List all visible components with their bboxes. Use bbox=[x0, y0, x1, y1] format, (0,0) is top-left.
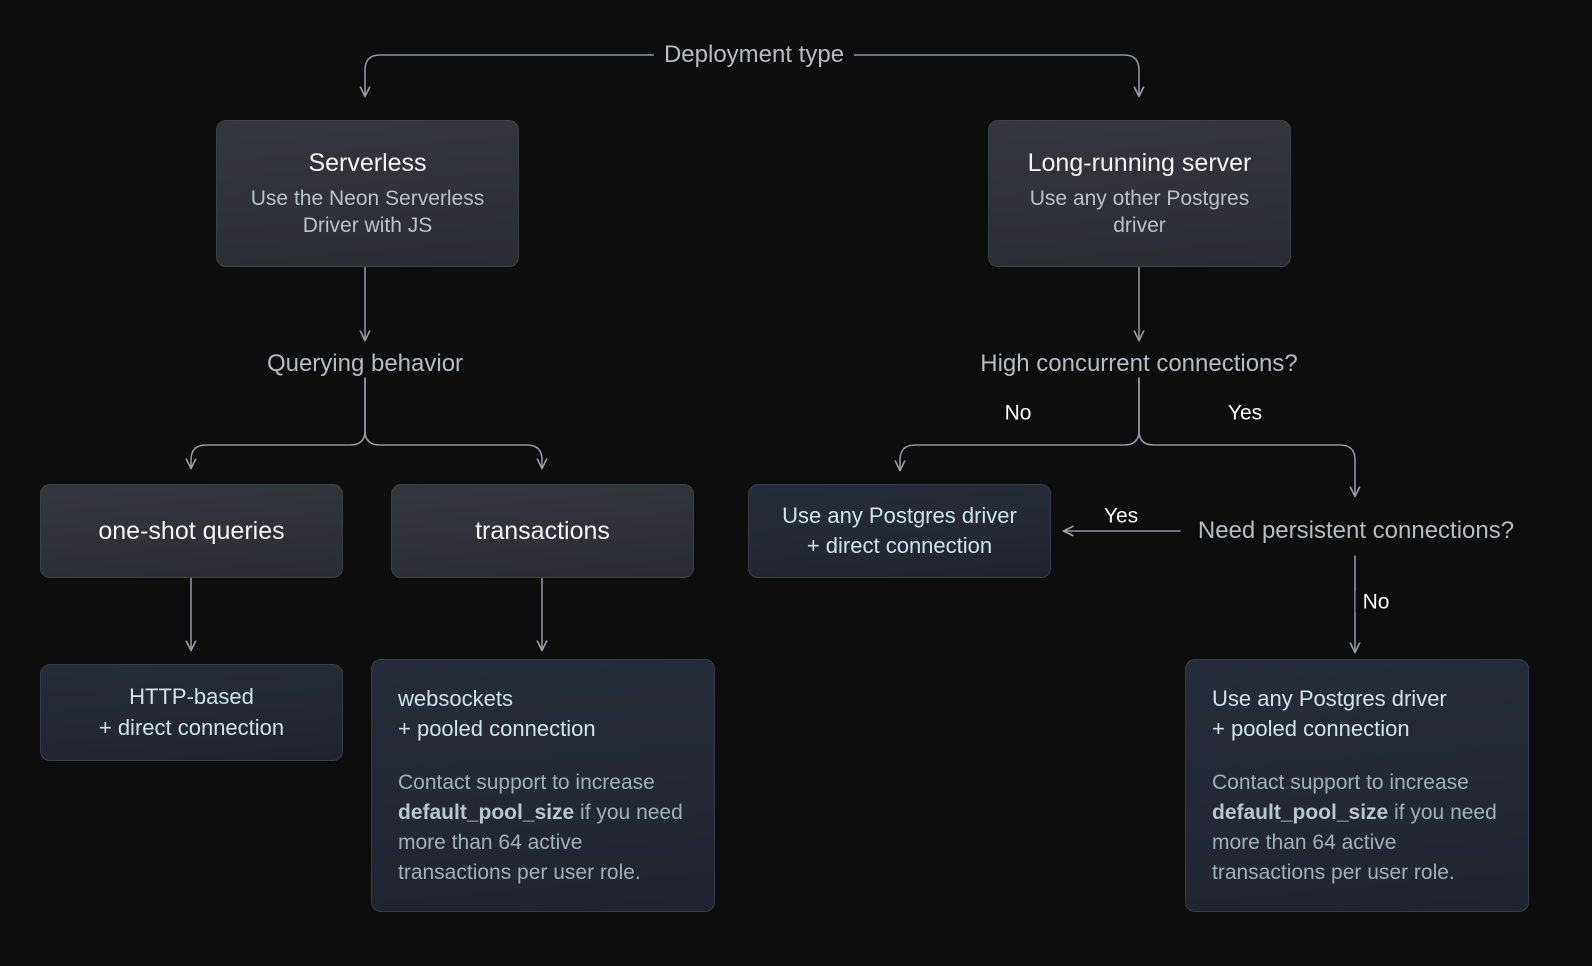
note-text-after: if you need more than 64 active transact… bbox=[1212, 801, 1497, 884]
note-text-before: Contact support to increase bbox=[398, 771, 655, 795]
root-decision-label: Deployment type bbox=[653, 43, 855, 67]
node-long-running-server-title: Long-running server bbox=[1027, 148, 1252, 177]
edge-label-yes-persistent: Yes bbox=[1096, 505, 1146, 527]
edge-label-no-persistent: No bbox=[1355, 591, 1397, 613]
edge-label-yes-high-concurrency: Yes bbox=[1220, 402, 1270, 424]
node-one-shot-queries-label: one-shot queries bbox=[98, 517, 285, 545]
node-websockets-pooled-connection[interactable]: websockets + pooled connection Contact s… bbox=[371, 659, 715, 912]
node-http-based-heading: HTTP-based + direct connection bbox=[98, 684, 285, 740]
edge-label-no-high-concurrency: No bbox=[997, 402, 1039, 424]
node-long-running-server[interactable]: Long-running server Use any other Postgr… bbox=[988, 120, 1291, 267]
node-websockets-heading: websockets + pooled connection bbox=[398, 685, 596, 741]
note-text-before: Contact support to increase bbox=[1212, 771, 1469, 795]
note-code-default-pool-size: default_pool_size bbox=[1212, 801, 1389, 825]
note-code-default-pool-size: default_pool_size bbox=[398, 801, 575, 825]
node-serverless[interactable]: Serverless Use the Neon Serverless Drive… bbox=[216, 120, 519, 267]
node-postgres-pooled-heading: Use any Postgres driver + pooled connect… bbox=[1212, 685, 1447, 741]
node-postgres-direct-heading: Use any Postgres driver + direct connect… bbox=[782, 502, 1017, 558]
node-transactions-label: transactions bbox=[475, 517, 610, 545]
node-http-based-direct-connection[interactable]: HTTP-based + direct connection bbox=[40, 664, 343, 761]
node-websockets-note: Contact support to increase default_pool… bbox=[398, 768, 688, 887]
node-long-running-server-subtitle: Use any other Postgres driver bbox=[1029, 186, 1250, 237]
node-transactions[interactable]: transactions bbox=[391, 484, 694, 578]
decision-high-concurrent-connections: High concurrent connections? bbox=[970, 352, 1308, 376]
note-text-after: if you need more than 64 active transact… bbox=[398, 801, 683, 884]
node-serverless-title: Serverless bbox=[308, 148, 427, 177]
decision-need-persistent-connections: Need persistent connections? bbox=[1187, 519, 1525, 543]
node-postgres-driver-pooled-connection[interactable]: Use any Postgres driver + pooled connect… bbox=[1185, 659, 1529, 912]
node-postgres-pooled-note: Contact support to increase default_pool… bbox=[1212, 768, 1502, 887]
node-postgres-driver-direct-connection[interactable]: Use any Postgres driver + direct connect… bbox=[748, 484, 1051, 578]
node-serverless-subtitle: Use the Neon Serverless Driver with JS bbox=[250, 186, 485, 237]
node-one-shot-queries[interactable]: one-shot queries bbox=[40, 484, 343, 578]
decision-querying-behavior: Querying behavior bbox=[256, 352, 474, 376]
